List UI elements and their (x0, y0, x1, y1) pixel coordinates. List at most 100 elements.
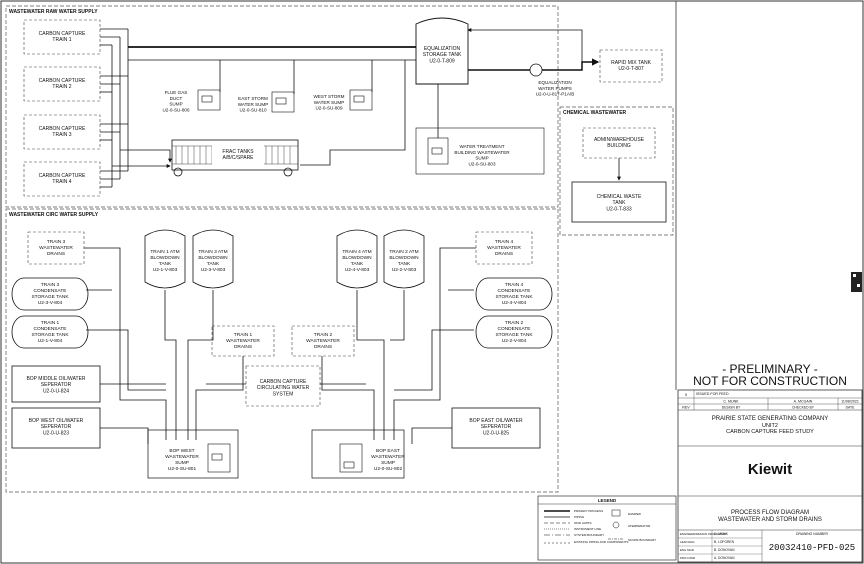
train2-drains-label-line: WASTEWATER (306, 338, 340, 344)
bop-west-sump-label-line: WASTEWATER (165, 454, 199, 460)
bop-east-sep-label-line: SEPERATOR (481, 424, 512, 430)
train3-label-line: CARBON CAPTURE (39, 126, 86, 132)
carbon-capture-trains (23, 19, 101, 197)
legend-left-item: INSTRUMENT LINE (574, 527, 601, 531)
flue-gas-sump (197, 60, 221, 111)
condensate-tank-label-line: CONDENSATE (498, 326, 531, 332)
blowdown-tank-vessel (336, 229, 378, 289)
col-rev-header: REV (682, 406, 690, 410)
legend-left-item: SKID LIMITS (574, 521, 592, 525)
train2-drains-label-line: TRAIN 2 (314, 332, 333, 338)
rapid-mix-box (599, 49, 663, 83)
train3-label-line: TRAIN 3 (52, 132, 71, 138)
train4-drains-label-line: DRAINS (495, 251, 513, 257)
condensate-tank-vessel (11, 277, 89, 311)
preliminary-line-1: - PRELIMINARY - (722, 362, 818, 376)
blowdown-tank-vessel (192, 229, 234, 289)
blowdown-tank-label-line: U2-2-V-803 (392, 267, 417, 273)
train4-drains-label-line: WASTEWATER (487, 245, 521, 251)
blowdown-tank-vessel (383, 229, 425, 289)
condensate-tank-label-line: U2-1-V-804 (38, 338, 63, 344)
west-storm-sump (349, 60, 373, 111)
blowdown-tank-label-line: TANK (159, 261, 172, 267)
bop-east-sump-label-line: U2-0-SU-802 (374, 466, 403, 472)
bop-west-sump-label-line: U2-0-SU-801 (168, 466, 197, 472)
blowdown-tank-label-line: TANK (398, 261, 411, 267)
blowdown-tank-label-line: BLOWDOWN (342, 255, 372, 261)
blowdown-tank-label-line: TRAIN 1 ATM (150, 249, 179, 255)
legend-right-item: DAMPER (628, 512, 642, 516)
qr-code-detail (857, 284, 860, 287)
section-title-raw: WASTEWATER RAW WATER SUPPLY (9, 9, 98, 15)
preliminary-stamp: - PRELIMINARY - NOT FOR CONSTRUCTION (690, 363, 850, 387)
raw-section-boundary (5, 5, 559, 208)
bop-east-sump-label-line: WASTEWATER (371, 454, 405, 460)
circ-piping (84, 247, 476, 444)
condensate-tank-label-line: CONDENSATE (34, 326, 67, 332)
east-storm-sump (271, 60, 295, 113)
train4-drains-label-line: TRAIN 4 (495, 239, 514, 245)
train-piping (100, 28, 129, 188)
rapid-mix-label-line: U2-0-T-807 (618, 66, 644, 72)
train4-label-line: CARBON CAPTURE (39, 173, 86, 179)
eq-tank-label-line: EQUALIZATION (424, 46, 461, 52)
rev-number: 0 (685, 392, 688, 397)
project-name: CARBON CAPTURE FEED STUDY (726, 429, 814, 435)
blowdown-tank-label-line: TRAIN 2 ATM (389, 249, 418, 255)
bop-east-sep-label-line: BOP EAST OIL/WATER (469, 418, 523, 424)
blowdown-tank-label-line: BLOWDOWN (150, 255, 180, 261)
bop-middle-sep-label-line: U2-0-U-824 (43, 388, 69, 394)
bop-east-sump (311, 429, 405, 479)
train1-drains-label-line: DRAINS (234, 344, 252, 350)
blowdown-tank-label-line: BLOWDOWN (198, 255, 228, 261)
frac-tanks-label-line: FRAC TANKS (222, 149, 254, 155)
condensate-tank-label-line: TRAIN 4 (505, 282, 524, 288)
train2-label-line: CARBON CAPTURE (39, 78, 86, 84)
ccws-label-line: SYSTEM (273, 391, 294, 397)
east-storm-sump-label-line: WATER SUMP (238, 102, 269, 107)
chem-waste-tank-label-line: TANK (613, 200, 627, 206)
qr-code-graphic (851, 272, 862, 292)
condensate-tank-label-line: U2-2-V-804 (502, 338, 527, 344)
qr-code-detail (853, 274, 856, 277)
signoff-name: A. DONOVAN (714, 556, 735, 560)
legend-title: LEGEND (598, 498, 616, 503)
col-checked-header: CHECKED BY (792, 406, 815, 410)
bop-west-sep-label-line: U2-0-U-823 (43, 430, 69, 436)
frac-feed-line (120, 149, 172, 163)
condensate-tank-vessel (11, 315, 89, 349)
flue-gas-sump-label-line: FLUE GAS (165, 90, 188, 95)
train1-drains-label-line: WASTEWATER (226, 338, 260, 344)
section-title-chem: CHEMICAL WASTEWATER (563, 110, 627, 116)
section-title-circ: WASTEWATER CIRC WATER SUPPLY (9, 212, 99, 218)
signoff-role: PROJ MGR (680, 556, 695, 560)
chem-section-boundary (559, 106, 674, 236)
ccws-label-line: CARBON CAPTURE (260, 379, 307, 385)
equalization-tank (415, 17, 469, 85)
col-date-header: DATE (846, 406, 856, 410)
wt-sump-label-line: SUMP (475, 156, 488, 161)
title-block (677, 389, 863, 563)
train1-label-line: CARBON CAPTURE (39, 31, 86, 37)
condensate-tank-vessel (475, 315, 553, 349)
water-treatment-sump (415, 84, 545, 175)
flue-gas-sump-label-line: DUCT (170, 96, 183, 101)
blowdown-tank-label-line: BLOWDOWN (389, 255, 419, 261)
